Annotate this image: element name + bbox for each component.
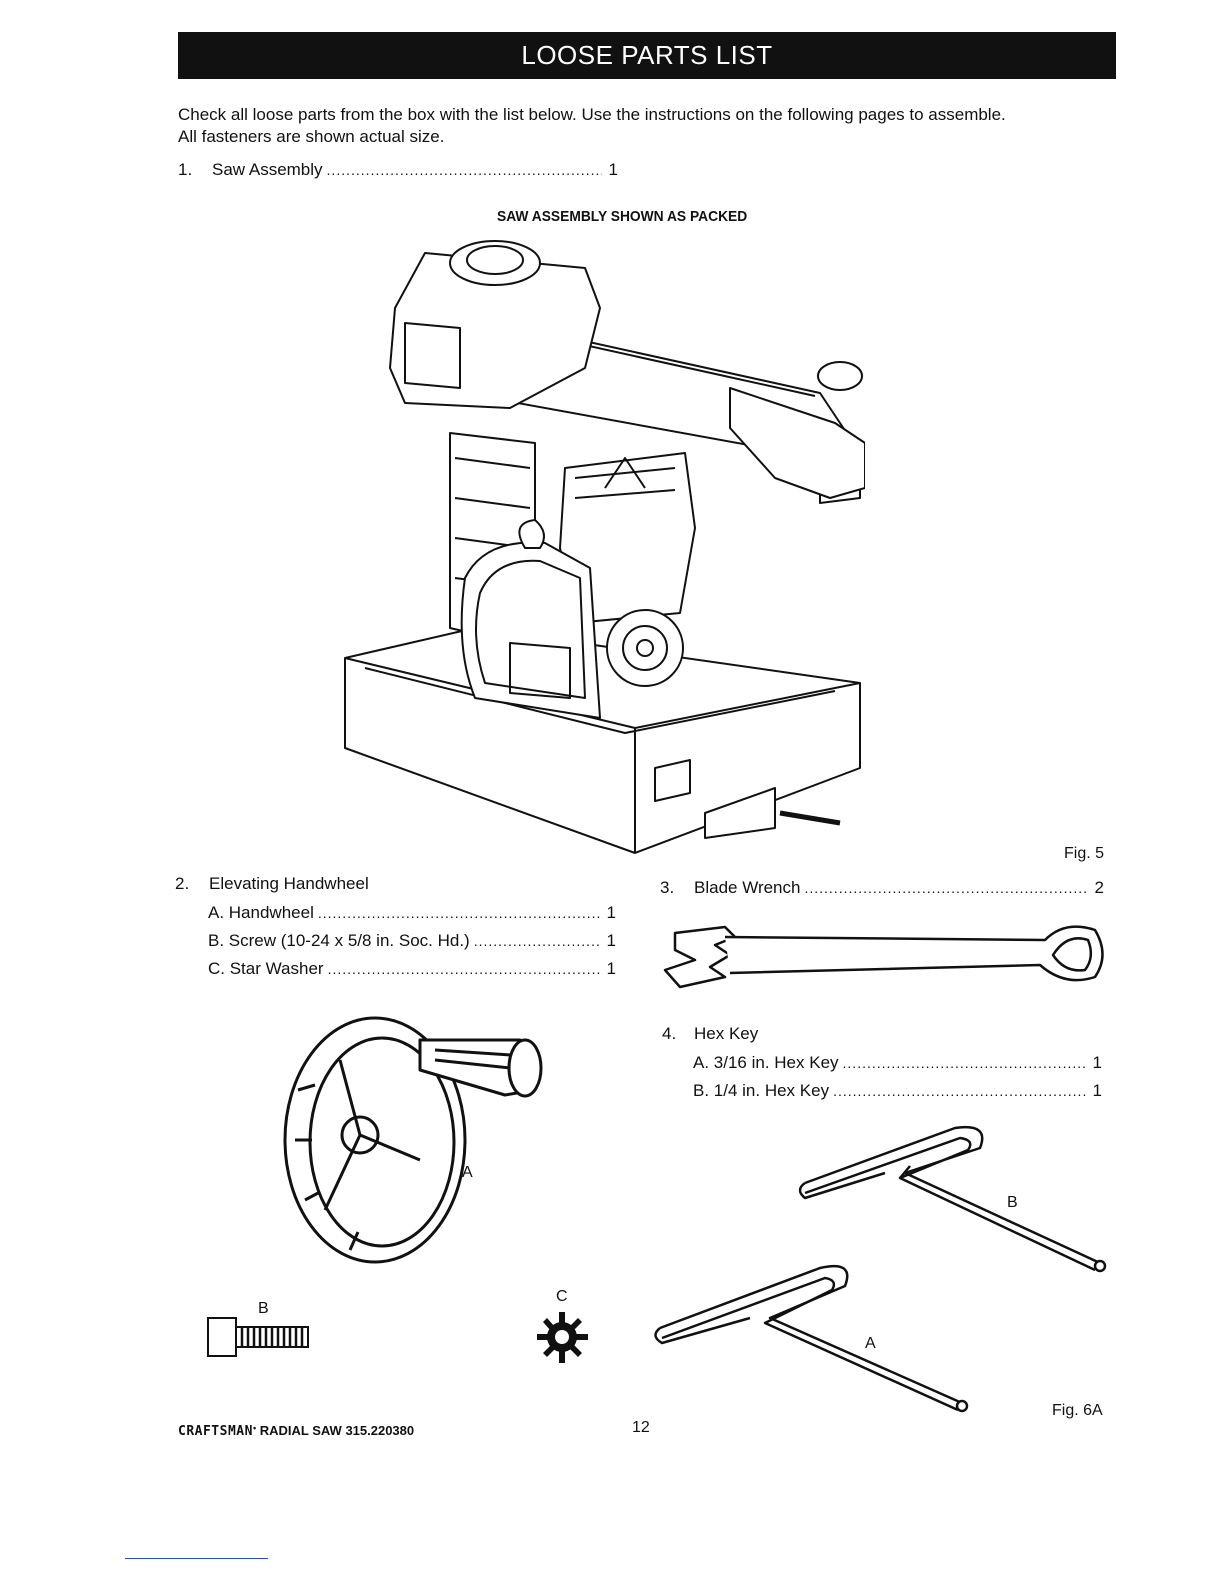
page-title: LOOSE PARTS LIST <box>521 40 773 70</box>
item-hex-key: 4. Hex Key <box>662 1024 1102 1044</box>
part-label: A. Handwheel <box>208 903 314 922</box>
item-blade-wrench: 3. Blade Wrench 2 <box>660 878 1104 898</box>
item-label: Blade Wrench <box>694 878 801 897</box>
callout-c-washer: C <box>556 1288 568 1305</box>
callout-b-hexkey: B <box>1007 1194 1018 1211</box>
part-qty: 1 <box>606 903 616 922</box>
fig-6a-label: Fig. 6A <box>1052 1402 1103 1419</box>
model-text: RADIAL SAW 315.220380 <box>259 1423 415 1438</box>
item-label: Elevating Handwheel <box>209 874 369 893</box>
part-qty: 1 <box>606 931 616 950</box>
part-star-washer: C. Star Washer 1 <box>208 959 616 979</box>
intro-line-2: All fasteners are shown actual size. <box>178 127 445 146</box>
footer-model: CRAFTSMAN• RADIAL SAW 315.220380 <box>178 1423 415 1439</box>
part-label: C. Star Washer <box>208 959 324 978</box>
fig-5-label: Fig. 5 <box>1064 845 1105 862</box>
hex-keys-illustration <box>654 1125 1107 1413</box>
part-qty: 1 <box>606 959 616 978</box>
page-number: 12 <box>632 1419 650 1436</box>
footer-divider <box>125 1558 268 1559</box>
item-number: 2. <box>175 874 190 893</box>
part-label: A. 3/16 in. Hex Key <box>693 1053 839 1072</box>
screw-illustration <box>207 1317 309 1357</box>
callout-a-handwheel: A <box>462 1164 473 1181</box>
item-number: 1. <box>178 160 193 179</box>
item-qty: 2 <box>1094 878 1104 897</box>
part-qty: 1 <box>1092 1053 1102 1072</box>
item-elevating-handwheel: 2. Elevating Handwheel <box>175 874 615 894</box>
part-screw: B. Screw (10-24 x 5/8 in. Soc. Hd.) 1 <box>208 931 616 951</box>
callout-a-hexkey: A <box>865 1335 876 1352</box>
saw-assembly-illustration <box>344 240 865 854</box>
brand-logo: CRAFTSMAN <box>178 1424 253 1439</box>
part-hex-key-3-16: A. 3/16 in. Hex Key 1 <box>693 1053 1102 1073</box>
intro-line-1: Check all loose parts from the box with … <box>178 105 1006 124</box>
part-label: B. Screw (10-24 x 5/8 in. Soc. Hd.) <box>208 931 470 950</box>
item-label: Saw Assembly <box>212 160 323 179</box>
blade-wrench-illustration <box>663 925 1104 989</box>
star-washer-icon <box>537 1312 588 1363</box>
callout-b-screw: B <box>258 1300 269 1317</box>
part-qty: 1 <box>1092 1081 1102 1100</box>
item-qty: 1 <box>608 160 618 179</box>
part-hex-key-1-4: B. 1/4 in. Hex Key 1 <box>693 1081 1102 1101</box>
saw-caption: SAW ASSEMBLY SHOWN AS PACKED <box>497 208 748 225</box>
handwheel-illustration <box>283 1016 543 1264</box>
item-label: Hex Key <box>694 1024 759 1043</box>
item-saw-assembly: 1. Saw Assembly 1 <box>178 160 618 180</box>
intro-text: Check all loose parts from the box with … <box>178 104 1118 148</box>
part-handwheel: A. Handwheel 1 <box>208 903 616 923</box>
part-label: B. 1/4 in. Hex Key <box>693 1081 830 1100</box>
item-number: 3. <box>660 878 675 897</box>
item-number: 4. <box>662 1024 677 1043</box>
header-bar: LOOSE PARTS LIST <box>178 32 1116 79</box>
